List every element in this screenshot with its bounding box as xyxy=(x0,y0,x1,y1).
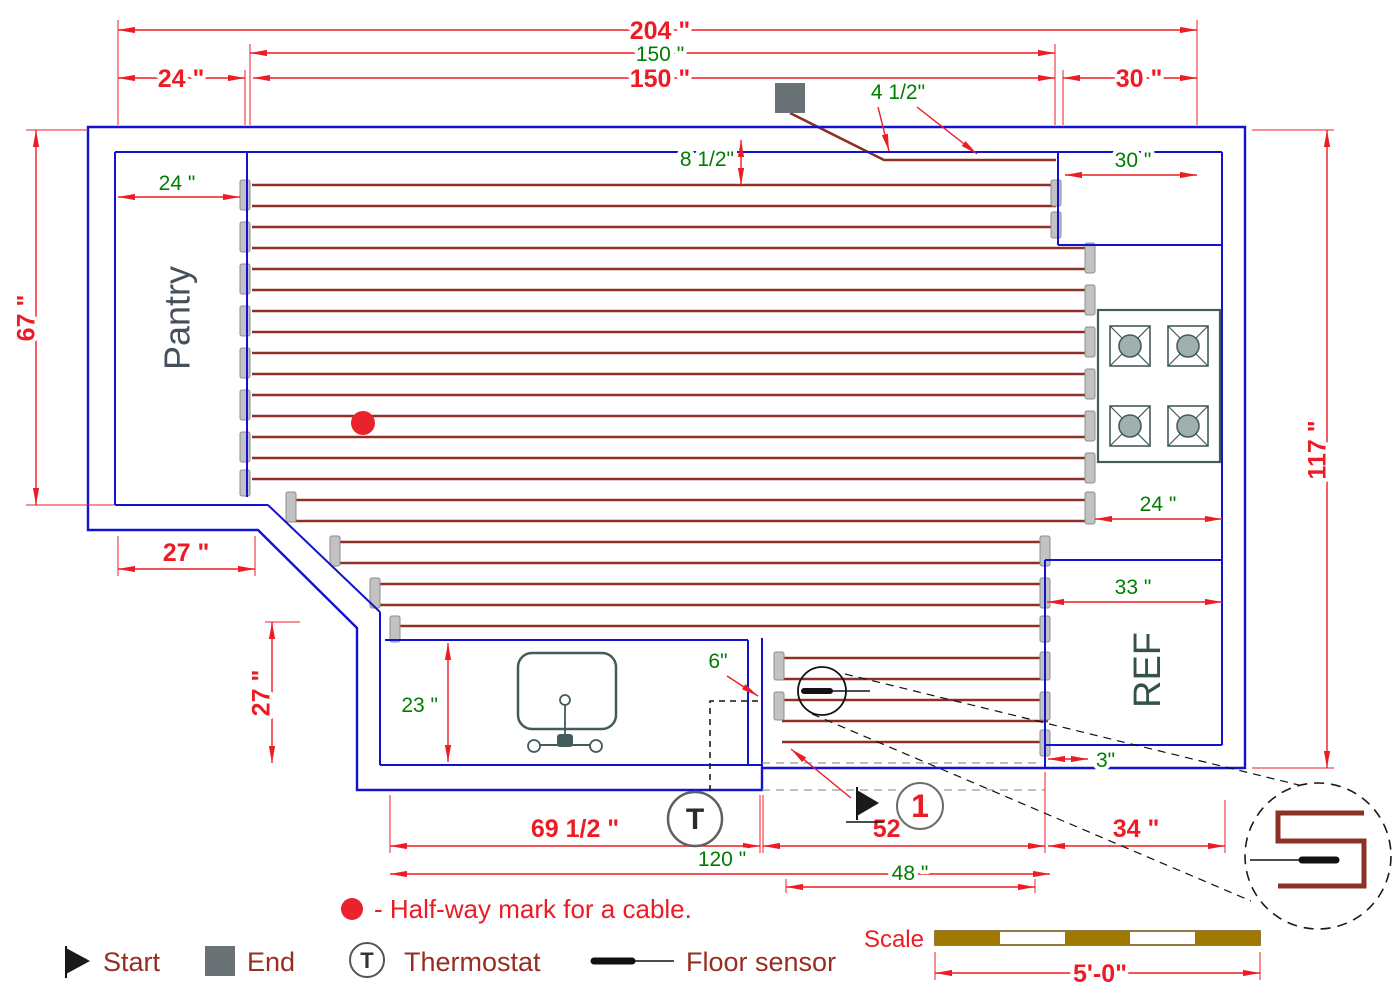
thermostat-symbol: T xyxy=(666,790,724,848)
cable-turn-marker xyxy=(239,221,251,253)
legend-end: End xyxy=(205,946,295,977)
scale-label: Scale xyxy=(864,926,924,953)
callout-line xyxy=(811,713,1252,902)
dim-pantry-width: 27 " xyxy=(163,539,210,567)
dim-sensor-offset: 6" xyxy=(708,650,727,673)
legend-end-label: End xyxy=(247,947,295,977)
cable-turn-marker xyxy=(1084,284,1096,316)
faucet-handle-icon xyxy=(589,739,603,753)
cable-turn-marker xyxy=(239,305,251,337)
legend: Start End T Thermostat Floor sensor xyxy=(65,942,836,978)
dimensions: 204 " 150 " 24 " 150 " 30 " 4 1/2" 8 1/2… xyxy=(9,13,1336,893)
legend-floor-sensor: Floor sensor xyxy=(590,947,836,977)
inner-walls xyxy=(114,151,1223,768)
dim-scale-length: 5'-0" xyxy=(1073,960,1127,988)
dim-overall-width: 204 " xyxy=(630,17,691,45)
cable-turn-marker xyxy=(1084,368,1096,400)
start-flag-icon xyxy=(857,790,879,816)
dim-overall-height: 117 " xyxy=(1304,420,1332,479)
burner-icon xyxy=(1167,405,1209,447)
pantry-label: Pantry xyxy=(157,266,198,370)
thermostat-circle-icon xyxy=(349,942,385,978)
halfway-note: - Half-way mark for a cable. xyxy=(341,894,692,924)
halfway-mark-icon xyxy=(351,411,375,435)
legend-thermostat: T Thermostat xyxy=(349,942,541,978)
cable-turn-marker xyxy=(1050,211,1062,239)
dim-end-spacing: 4 1/2" xyxy=(871,81,925,104)
dim-top-clearance: 8 1/2" xyxy=(680,148,734,171)
stove xyxy=(1096,308,1222,464)
dim-inner-width: 150 " xyxy=(636,43,684,66)
dim-left-offset: 24 " xyxy=(158,65,205,93)
cable-end-marker xyxy=(775,83,805,113)
ref-label: REF xyxy=(1127,632,1169,708)
cable-turn-marker xyxy=(239,347,251,379)
legend-thermostat-letter: T xyxy=(360,948,374,973)
legend-start: Start xyxy=(65,946,161,978)
cable-turn-marker xyxy=(285,491,297,523)
dim-cable-area-width: 150 " xyxy=(630,65,691,93)
cable-turn-marker xyxy=(1084,410,1096,442)
cable-start-flag xyxy=(846,787,884,823)
dim-ref-width: 33 " xyxy=(1115,576,1152,599)
callout-line xyxy=(844,673,1308,788)
cable-turn-marker xyxy=(1084,491,1096,525)
cable-turn-marker xyxy=(239,431,251,463)
dim-pantry-clearance: 24 " xyxy=(159,172,196,195)
cable-turn-marker xyxy=(239,179,251,211)
cable-turn-marker xyxy=(239,469,251,497)
legend-floor-sensor-label: Floor sensor xyxy=(686,947,836,977)
dim-bottom-gap: 3" xyxy=(1096,749,1115,772)
burner-icon xyxy=(1109,405,1151,447)
burner-icon xyxy=(1167,325,1209,367)
dim-stove-clearance: 24 " xyxy=(1140,493,1177,516)
room-walls xyxy=(86,125,1247,792)
outer-wall xyxy=(86,125,1247,792)
halfway-dot-icon xyxy=(341,898,363,920)
start-leader xyxy=(790,748,852,799)
faucet-handle-icon xyxy=(527,739,541,753)
halfway-note-text: - Half-way mark for a cable. xyxy=(374,894,692,924)
cable-turn-marker xyxy=(1050,179,1062,207)
sensor-wire xyxy=(709,700,762,791)
cable-end-run xyxy=(789,111,1056,162)
cable-turn-marker xyxy=(239,263,251,295)
dim-ref-bottom-width: 34 " xyxy=(1113,815,1160,843)
thermostat-letter: T xyxy=(686,803,704,836)
cable-turn-marker xyxy=(1084,326,1096,358)
end-square-icon xyxy=(205,946,235,976)
legend-start-label: Start xyxy=(103,947,161,977)
faucet-spout-icon xyxy=(557,734,573,747)
cable-turn-marker xyxy=(1084,452,1096,484)
cable-turn-marker xyxy=(773,651,785,681)
cable-turn-marker xyxy=(773,691,785,721)
dim-bottom-span: 120 " xyxy=(698,848,746,871)
detail-cable-serpentine xyxy=(1275,810,1367,889)
sink xyxy=(516,651,618,753)
dim-pantry-height: 67 " xyxy=(13,295,41,342)
cable-turn-markers xyxy=(239,179,1096,757)
cable-number-badge: 1 xyxy=(896,782,944,830)
sensor-detail-callout xyxy=(1244,782,1392,930)
detail-circle xyxy=(1244,782,1392,930)
dim-island-cable-width: 48 " xyxy=(892,862,929,885)
floor-sensor xyxy=(797,666,870,716)
cable-turn-marker xyxy=(239,389,251,421)
scale-bar: Scale 5'-0" xyxy=(864,926,1261,992)
dim-counter-depth: 23 " xyxy=(401,694,438,717)
burner-icon xyxy=(1109,325,1151,367)
cable-turn-marker xyxy=(329,535,341,567)
heating-cables xyxy=(252,183,1090,744)
cable-turn-marker xyxy=(1084,242,1096,274)
dim-top-right-counter: 30 " xyxy=(1115,149,1152,172)
dim-right-offset: 30 " xyxy=(1116,65,1163,93)
cable-turn-marker xyxy=(389,615,401,643)
legend-thermostat-label: Thermostat xyxy=(404,947,541,977)
start-flag-icon xyxy=(66,948,90,974)
dim-lower-left-height: 27 " xyxy=(248,670,276,717)
cable-number: 1 xyxy=(911,788,929,824)
dim-counter-width: 69 1/2 " xyxy=(531,815,619,843)
